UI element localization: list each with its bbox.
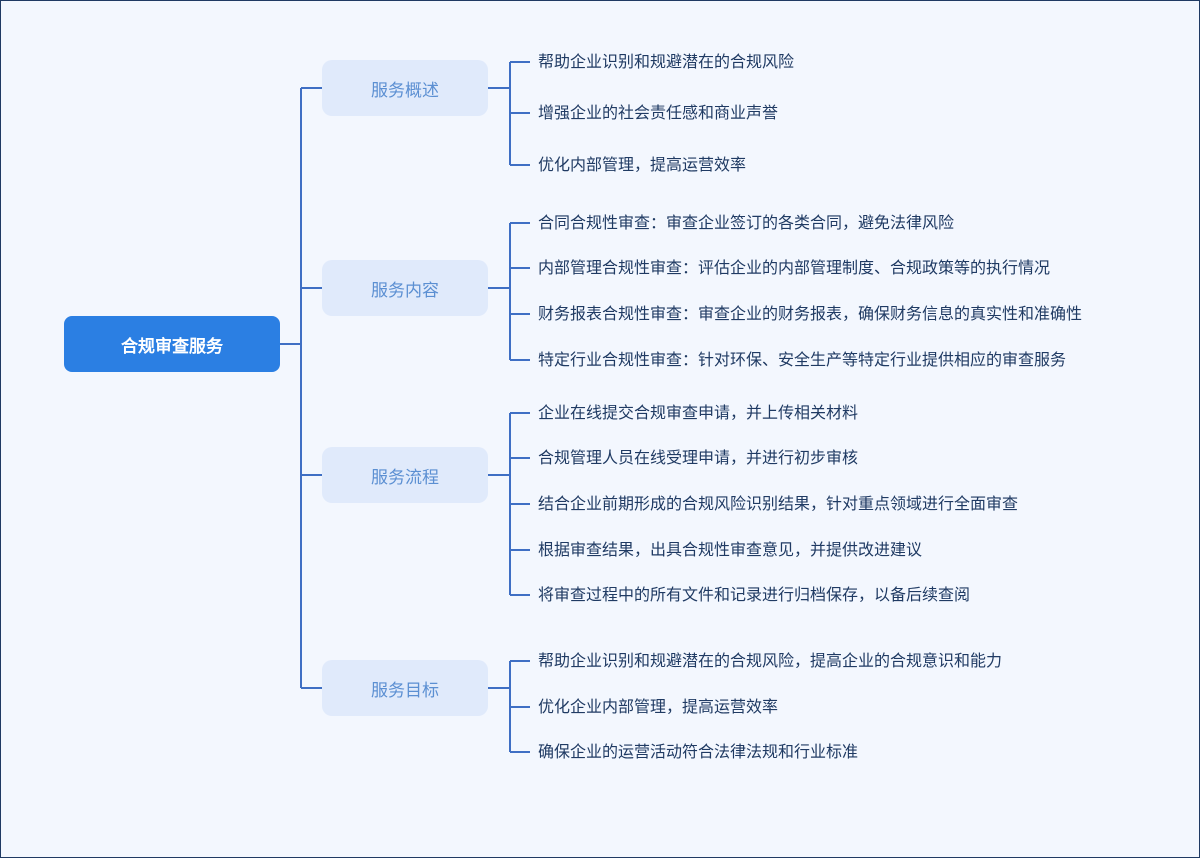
root-node[interactable]: 合规审查服务	[64, 316, 280, 372]
leaf-node[interactable]: 根据审查结果，出具合规性审查意见，并提供改进建议	[538, 540, 923, 559]
leaf-node[interactable]: 财务报表合规性审查：审查企业的财务报表，确保财务信息的真实性和准确性	[538, 304, 1083, 323]
branch-node-goals[interactable]: 服务目标	[322, 660, 488, 716]
leaf-node[interactable]: 合同合规性审查：审查企业签订的各类合同，避免法律风险	[538, 213, 955, 232]
branch-label: 服务目标	[371, 680, 439, 701]
branch-label: 服务内容	[371, 280, 439, 301]
leaf-node[interactable]: 合规管理人员在线受理申请，并进行初步审核	[538, 448, 859, 467]
leaf-node[interactable]: 增强企业的社会责任感和商业声誉	[538, 103, 779, 122]
leaf-node[interactable]: 确保企业的运营活动符合法律法规和行业标准	[538, 742, 859, 761]
leaf-node[interactable]: 优化企业内部管理，提高运营效率	[538, 697, 779, 716]
leaf-node[interactable]: 企业在线提交合规审查申请，并上传相关材料	[538, 403, 859, 422]
root-label: 合规审查服务	[121, 336, 223, 357]
leaf-node[interactable]: 特定行业合规性审查：针对环保、安全生产等特定行业提供相应的审查服务	[538, 350, 1067, 369]
leaf-node[interactable]: 结合企业前期形成的合规风险识别结果，针对重点领域进行全面审查	[538, 494, 1019, 513]
leaf-node[interactable]: 优化内部管理，提高运营效率	[538, 155, 747, 174]
branch-label: 服务概述	[371, 80, 439, 101]
leaf-node[interactable]: 帮助企业识别和规避潜在的合规风险，提高企业的合规意识和能力	[538, 651, 1003, 670]
leaf-node[interactable]: 将审查过程中的所有文件和记录进行归档保存，以备后续查阅	[538, 585, 971, 604]
branch-node-process[interactable]: 服务流程	[322, 447, 488, 503]
branch-node-content[interactable]: 服务内容	[322, 260, 488, 316]
leaf-node[interactable]: 帮助企业识别和规避潜在的合规风险	[538, 52, 795, 71]
branch-label: 服务流程	[371, 467, 439, 488]
leaf-node[interactable]: 内部管理合规性审查：评估企业的内部管理制度、合规政策等的执行情况	[538, 258, 1051, 277]
branch-node-overview[interactable]: 服务概述	[322, 60, 488, 116]
